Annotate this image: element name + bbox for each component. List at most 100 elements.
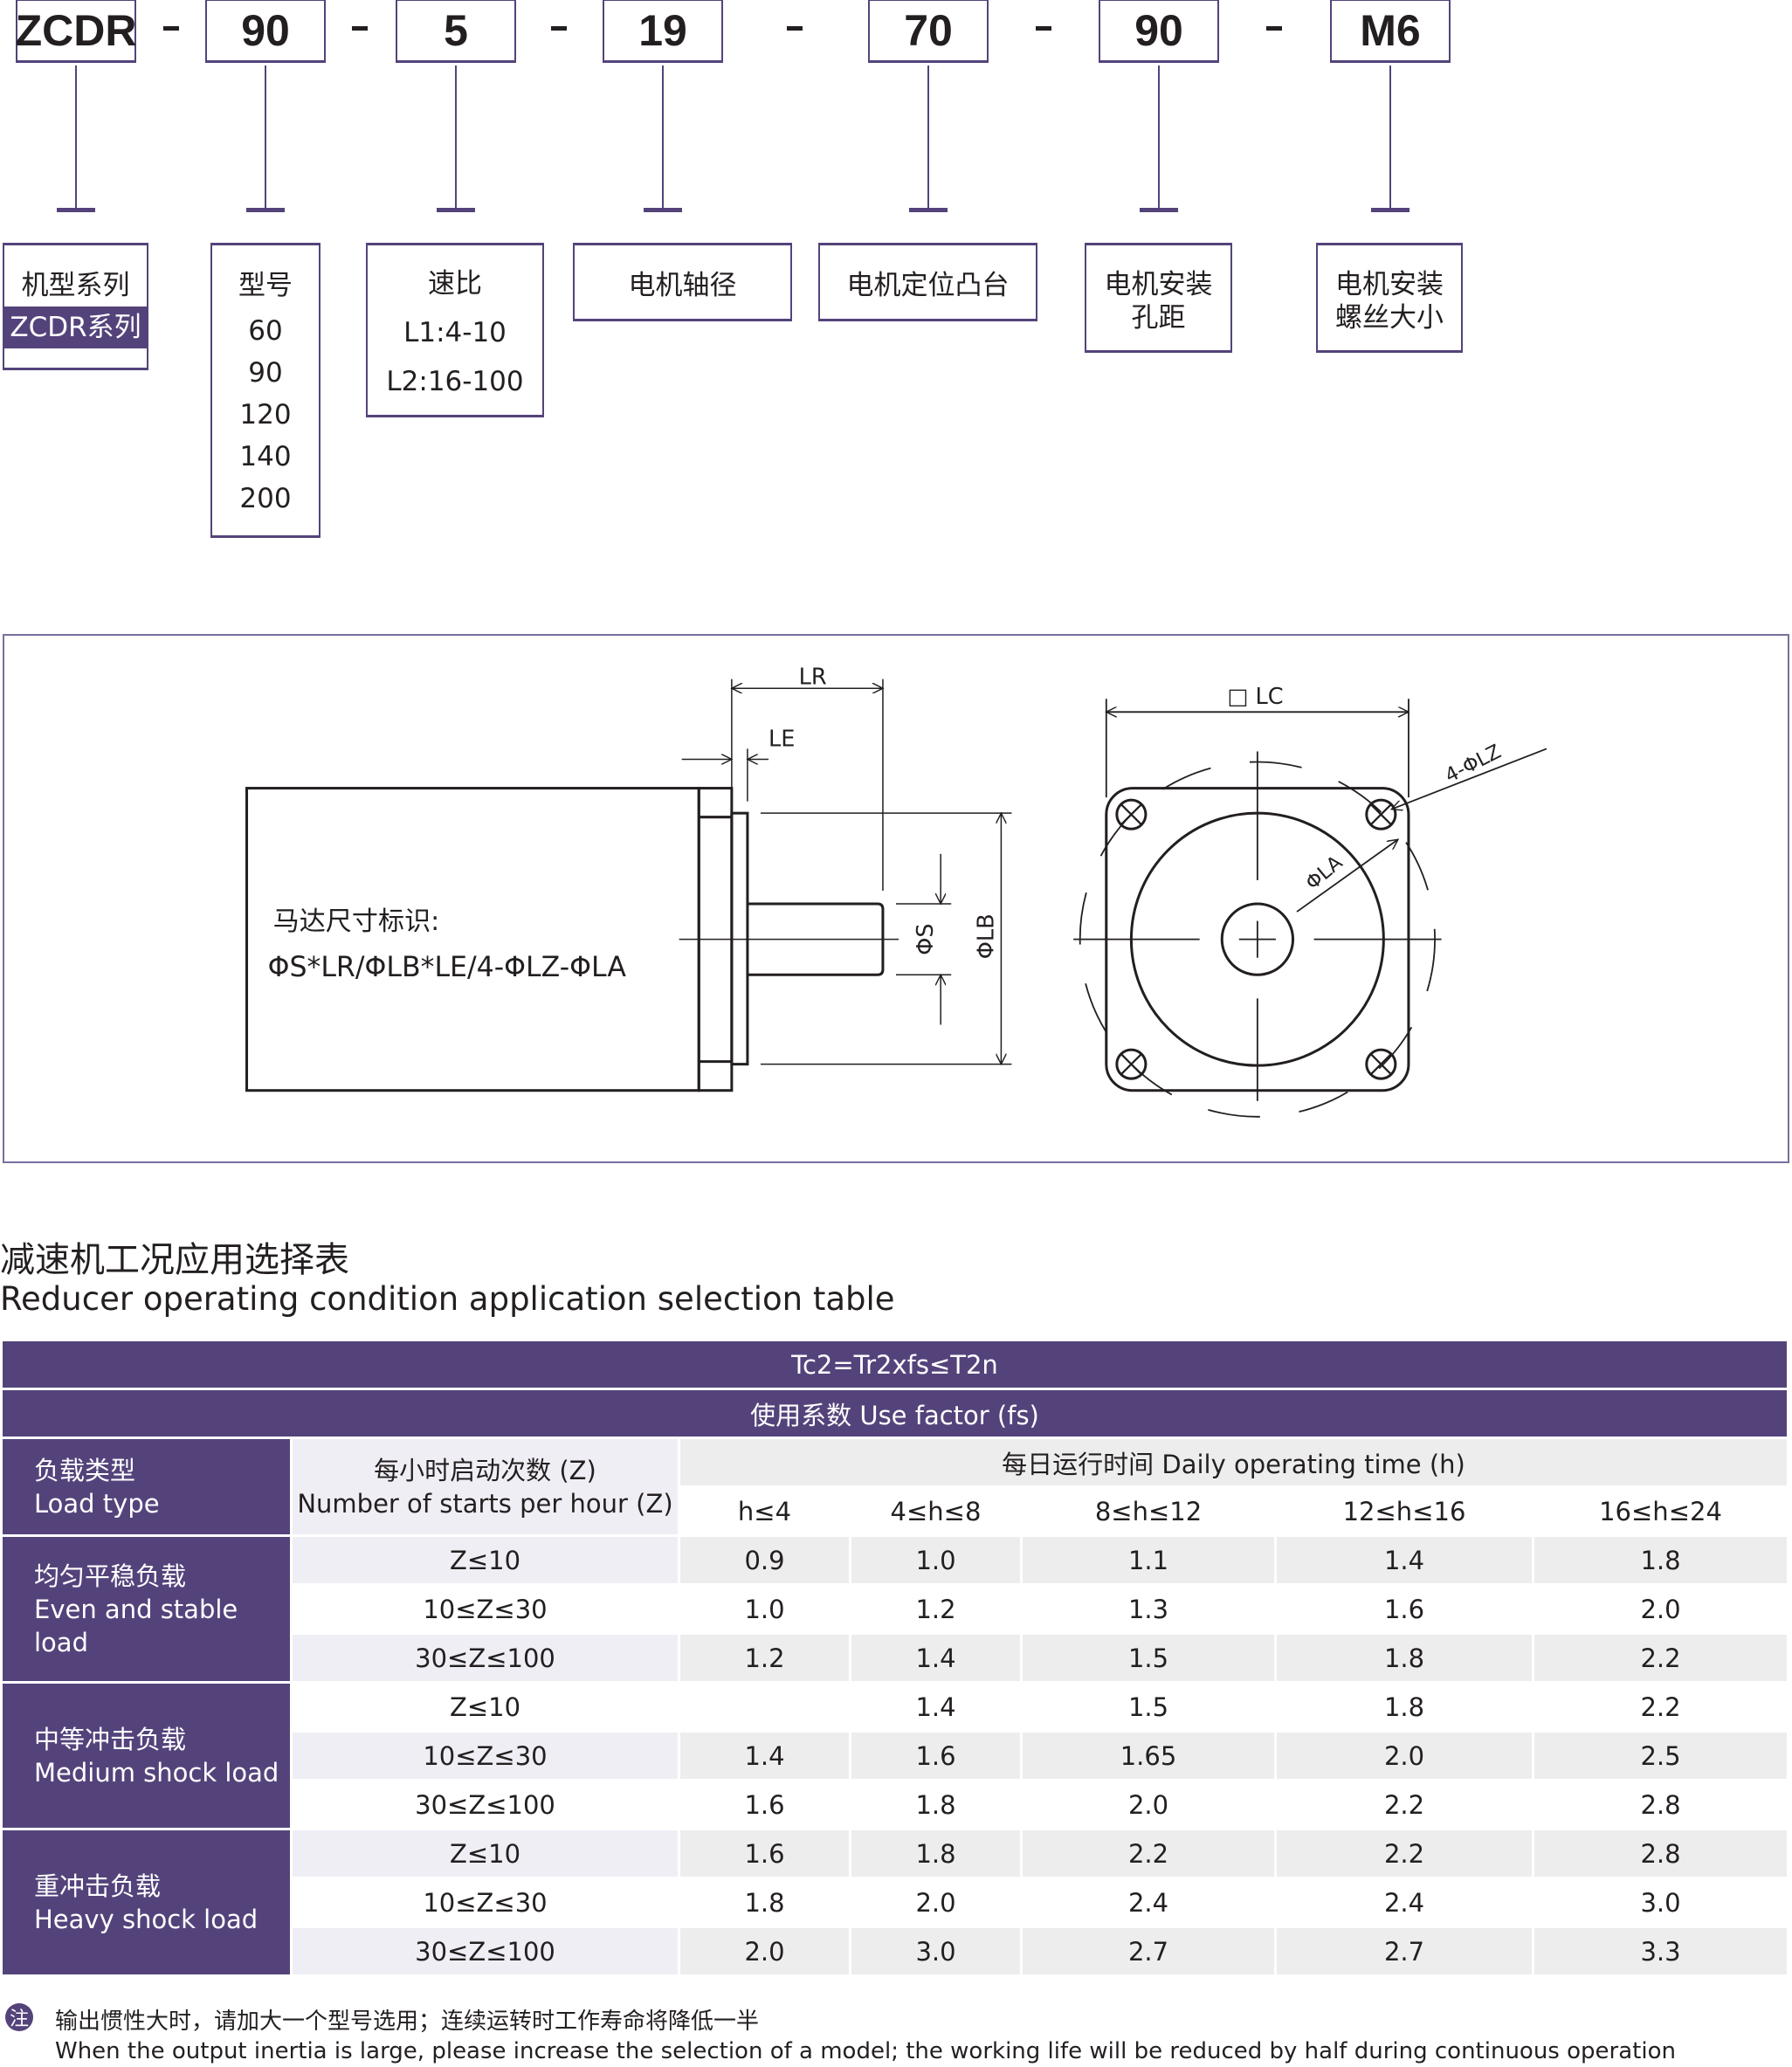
- connector-bar: [437, 208, 475, 212]
- starts-en: Number of starts per hour (Z): [297, 1488, 673, 1519]
- starts-header: 每小时启动次数 (Z)Number of starts per hour (Z): [293, 1439, 680, 1534]
- section-title-en: Reducer operating condition application …: [0, 1280, 895, 1318]
- dimension-drawing-panel: LR LE ΦS ΦLB 马达尺寸标识: ΦS*LR/ΦLB*LE/4-ΦLZ-…: [3, 634, 1789, 1163]
- starts-cell: 30≤Z≤100: [293, 1781, 680, 1828]
- factor-cell: 2.2: [1534, 1684, 1789, 1730]
- desc-screw-title: 电机安装: [1335, 269, 1444, 300]
- hours-header: 8≤h≤12: [1023, 1488, 1277, 1534]
- factor-cell: 2.2: [1277, 1781, 1534, 1828]
- factor-cell: 1.5: [1023, 1684, 1277, 1730]
- factor-cell: 1.8: [1277, 1684, 1534, 1730]
- factor-cell: 2.0: [680, 1928, 851, 1974]
- factor-cell: 1.5: [1023, 1635, 1277, 1681]
- code-series: ZCDR: [16, 0, 136, 63]
- desc-pitch: 电机安装 孔距: [1085, 243, 1232, 353]
- factor-cell: 3.0: [851, 1928, 1023, 1974]
- ratio-option: L2:16-100: [386, 366, 524, 397]
- desc-pitch-title: 电机安装: [1104, 269, 1213, 300]
- factor-cell: 1.8: [680, 1879, 851, 1926]
- factor-cell: 1.0: [851, 1537, 1023, 1583]
- connector-bar: [57, 208, 95, 212]
- connector-bar: [246, 208, 285, 212]
- table-row: 使用系数 Use factor (fs): [3, 1390, 1789, 1437]
- code-boss: 70: [868, 0, 989, 63]
- note-icon: 注: [5, 2003, 33, 2031]
- model-option: 120: [239, 399, 292, 431]
- dim-lb-label: ΦLB: [973, 913, 999, 959]
- starts-cell: 30≤Z≤100: [293, 1928, 680, 1974]
- hours-header: h≤4: [680, 1488, 851, 1534]
- connector-bar: [1140, 208, 1178, 212]
- factor-cell: 1.8: [851, 1830, 1023, 1877]
- motor-body: [245, 787, 700, 1092]
- note-cn: 输出惯性大时，请加大一个型号选用；连续运转时工作寿命将降低一半: [55, 2008, 760, 2035]
- starts-cn: 每小时启动次数 (Z): [374, 1455, 596, 1485]
- formula-header: Tc2=Tr2xfs≤T2n: [3, 1341, 1789, 1388]
- load-type-cn: 重冲击负载: [34, 1871, 162, 1901]
- factor-cell: 1.6: [680, 1830, 851, 1877]
- load-type-en: Load type: [34, 1488, 160, 1519]
- factor-cell: 1.0: [680, 1586, 851, 1632]
- factor-cell: 2.4: [1277, 1879, 1534, 1926]
- code-pitch: 90: [1099, 0, 1219, 63]
- separator-dash: [551, 26, 567, 31]
- section-title-cn: 减速机工况应用选择表: [0, 1240, 349, 1280]
- factor-cell: 2.0: [1023, 1781, 1277, 1828]
- desc-boss: 电机定位凸台: [818, 243, 1037, 321]
- dim-la-label: ΦLA: [1301, 851, 1347, 895]
- starts-cell: 10≤Z≤30: [293, 1879, 680, 1926]
- factor-cell: 1.3: [1023, 1586, 1277, 1632]
- factor-cell: 1.4: [1277, 1537, 1534, 1583]
- factor-cell: 1.4: [851, 1635, 1023, 1681]
- factor-cell: 2.7: [1277, 1928, 1534, 1974]
- factor-cell: 3.3: [1534, 1928, 1789, 1974]
- shaft-circle: [1220, 902, 1295, 976]
- desc-boss-title: 电机定位凸台: [846, 270, 1010, 301]
- factor-cell: 1.4: [680, 1733, 851, 1779]
- desc-series-title: 机型系列: [21, 270, 130, 301]
- starts-cell: Z≤10: [293, 1537, 680, 1583]
- desc-ratio-title: 速比: [428, 268, 482, 300]
- starts-cell: Z≤10: [293, 1684, 680, 1730]
- factor-cell: 1.8: [851, 1781, 1023, 1828]
- connector-line: [662, 65, 664, 210]
- separator-dash: [163, 26, 179, 31]
- model-option: 200: [239, 483, 292, 514]
- connector-line: [927, 65, 929, 210]
- desc-screw: 电机安装 螺丝大小: [1316, 243, 1463, 353]
- factor-cell: 1.2: [680, 1635, 851, 1681]
- connector-line: [265, 65, 266, 210]
- factor-cell: [680, 1684, 851, 1730]
- factor-cell: 2.2: [1023, 1830, 1277, 1877]
- drawing-label-formula: ΦS*LR/ΦLB*LE/4-ΦLZ-ΦLA: [268, 952, 627, 983]
- bolt-circle-dashed: [1079, 761, 1436, 1118]
- connector-bar: [644, 208, 682, 212]
- factor-cell: 2.4: [1023, 1879, 1277, 1926]
- load-type-en: Medium shock load: [34, 1757, 279, 1788]
- code-model: 90: [205, 0, 326, 63]
- dimension-drawing: LR LE ΦS ΦLB 马达尺寸标识: ΦS*LR/ΦLB*LE/4-ΦLZ-…: [245, 665, 1547, 1118]
- desc-series: 机型系列 ZCDR系列: [3, 243, 148, 370]
- desc-pitch-title2: 孔距: [1131, 302, 1186, 334]
- factor-cell: 2.5: [1534, 1733, 1789, 1779]
- starts-cell: 30≤Z≤100: [293, 1635, 680, 1681]
- model-option: 140: [239, 441, 292, 472]
- load-type-en: Heavy shock load: [34, 1904, 258, 1934]
- drawing-label-title: 马达尺寸标识:: [273, 906, 440, 937]
- hours-header: 12≤h≤16: [1277, 1488, 1534, 1534]
- daily-time-header: 每日运行时间 Daily operating time (h): [680, 1439, 1789, 1485]
- factor-cell: 2.0: [851, 1879, 1023, 1926]
- factor-cell: 1.8: [1277, 1635, 1534, 1681]
